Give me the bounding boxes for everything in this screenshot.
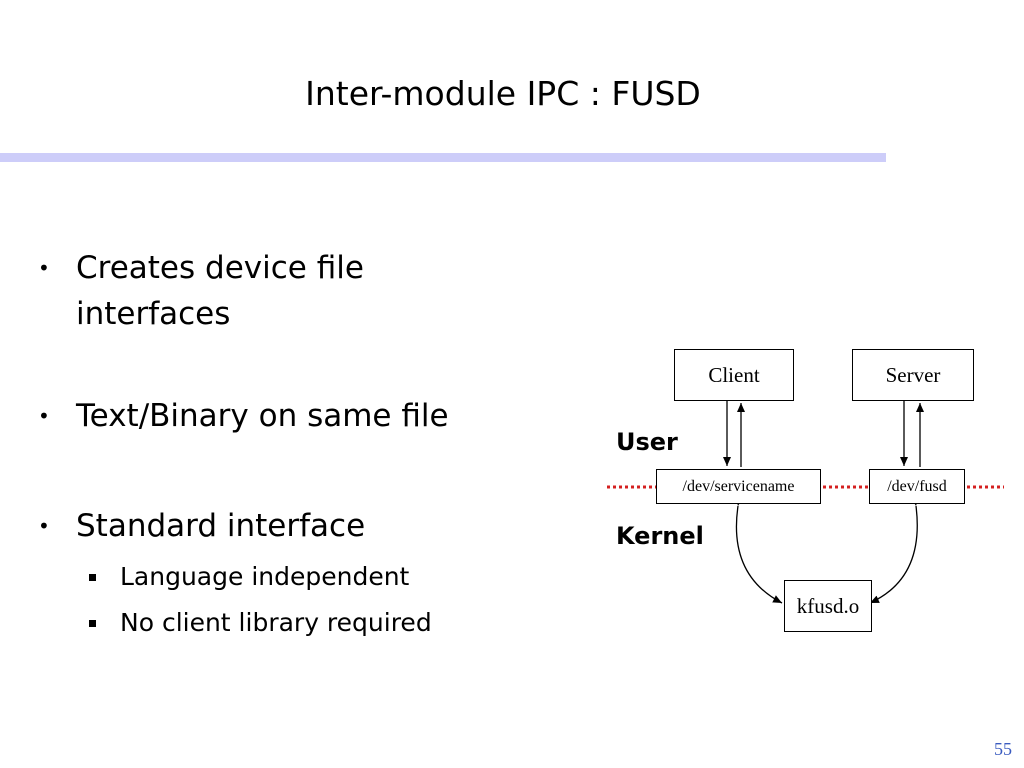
bullet-text-line: Creates device file: [76, 250, 364, 286]
dev-fusd-box: /dev/fusd: [869, 469, 965, 504]
bullet-text-line: Standard interface: [76, 508, 366, 544]
sub-bullet-text: No client library required: [120, 608, 432, 637]
page-number: 55: [994, 739, 1012, 759]
bullet-item: • Creates device file interfaces: [38, 245, 364, 337]
bullet-text-line: Text/Binary on same file: [76, 398, 449, 434]
square-bullet-icon: [89, 620, 96, 627]
servicename-kfusd-arrow: [735, 496, 783, 604]
fusd-kfusd-arrow: [869, 496, 919, 604]
slide-title: Inter-module IPC : FUSD: [305, 74, 701, 113]
sub-bullet-item: No client library required: [89, 608, 432, 638]
dev-servicename-box: /dev/servicename: [656, 469, 821, 504]
kfusd-box: kfusd.o: [784, 580, 872, 632]
sub-bullet-text: Language independent: [120, 562, 410, 591]
bullet-item: • Text/Binary on same file: [38, 393, 449, 439]
sub-bullet-item: Language independent: [89, 562, 410, 592]
bullet-dot-icon: •: [38, 256, 50, 280]
client-box: Client: [674, 349, 794, 401]
square-bullet-icon: [89, 574, 96, 581]
bullet-text-line: interfaces: [76, 296, 231, 332]
user-space-label: User: [616, 428, 678, 456]
server-box: Server: [852, 349, 974, 401]
bullet-dot-icon: •: [38, 404, 50, 428]
title-underline-bar: [0, 153, 886, 162]
bullet-dot-icon: •: [38, 514, 50, 538]
kernel-space-label: Kernel: [616, 522, 704, 550]
bullet-item: • Standard interface: [38, 503, 366, 549]
